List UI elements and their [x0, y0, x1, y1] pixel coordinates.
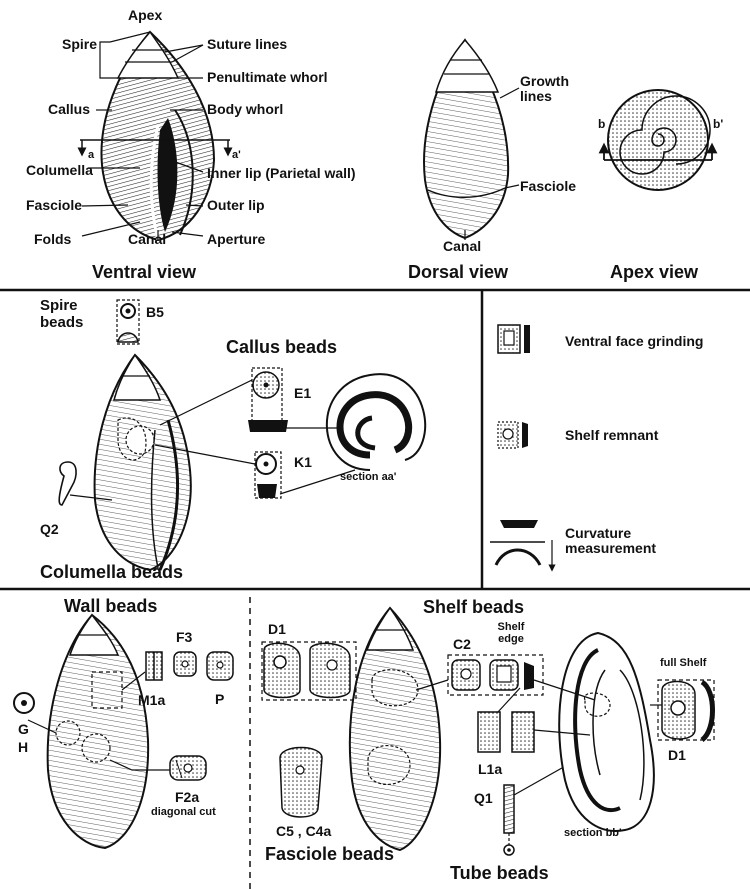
bead-m1a	[146, 652, 162, 680]
label-canal-dorsal: Canal	[443, 239, 481, 253]
label-full-shelf: full Shelf	[660, 658, 706, 669]
label-columella-beads: Columella beads	[40, 563, 183, 581]
label-section-bb: section bb'	[564, 828, 622, 839]
spire-bead-b5	[117, 300, 139, 344]
label-d1-right: D1	[668, 748, 686, 762]
label-q1: Q1	[474, 791, 493, 805]
label-ventral-view: Ventral view	[92, 263, 196, 281]
bead-f2a	[170, 756, 206, 780]
label-f3: F3	[176, 630, 192, 644]
bead-d1-left	[262, 642, 356, 700]
label-section-aa: section aa'	[340, 472, 396, 483]
label-outer-lip: Outer lip	[207, 198, 265, 212]
label-apex-view: Apex view	[610, 263, 698, 281]
label-inner-lip: Inner lip (Parietal wall)	[207, 166, 356, 180]
label-p: P	[215, 692, 224, 706]
label-b5: B5	[146, 305, 164, 319]
label-spire-beads: Spire beads	[40, 298, 100, 331]
ventral-shell	[101, 32, 214, 240]
fasciole-shell	[350, 608, 448, 850]
bead-c2	[448, 655, 543, 695]
label-callus-beads: Callus beads	[226, 338, 337, 356]
label-aperture: Aperture	[207, 232, 265, 246]
label-body-whorl: Body whorl	[207, 102, 283, 116]
label-b: b	[598, 118, 605, 130]
label-canal: Canal	[128, 232, 166, 246]
label-shelf-edge: Shelf edge	[494, 622, 528, 645]
label-diagonal-cut: diagonal cut	[151, 807, 216, 818]
label-g: G	[18, 722, 29, 736]
bead-c5-c4a	[280, 748, 322, 818]
middle-shell	[95, 355, 191, 570]
label-columella: Columella	[26, 163, 93, 177]
label-fasciole-beads: Fasciole beads	[265, 845, 394, 863]
label-spire: Spire	[62, 37, 97, 51]
label-growth-lines: Growth lines	[520, 74, 570, 105]
label-shelf-remnant: Shelf remnant	[565, 428, 658, 442]
dorsal-shell	[424, 40, 519, 240]
label-suture-lines: Suture lines	[207, 37, 287, 51]
label-a: a	[88, 150, 94, 161]
wall-shell	[28, 615, 170, 848]
legend-icons	[490, 325, 552, 568]
bead-d1-right	[650, 680, 714, 740]
label-l1a: L1a	[478, 762, 502, 776]
label-tube-beads: Tube beads	[450, 864, 549, 882]
label-dorsal-view: Dorsal view	[408, 263, 508, 281]
label-fasciole: Fasciole	[26, 198, 82, 212]
label-d1-left: D1	[268, 622, 286, 636]
bead-f3	[174, 652, 196, 676]
label-h: H	[18, 740, 28, 754]
label-penultimate-whorl: Penultimate whorl	[207, 70, 328, 84]
label-fasciole-dorsal: Fasciole	[520, 179, 576, 193]
label-e1: E1	[294, 386, 311, 400]
label-q2: Q2	[40, 522, 59, 536]
label-folds: Folds	[34, 232, 71, 246]
bead-gh	[14, 693, 34, 713]
label-callus: Callus	[48, 102, 90, 116]
label-c5-c4a: C5 , C4a	[276, 824, 331, 838]
apex-view-spiral	[604, 90, 712, 190]
label-apex: Apex	[128, 8, 162, 22]
label-f2a: F2a	[175, 790, 199, 804]
label-ventral-face-grinding: Ventral face grinding	[565, 334, 703, 348]
section-bb-shell	[534, 633, 654, 831]
label-b-prime: b'	[713, 118, 723, 130]
label-wall-beads: Wall beads	[64, 597, 157, 615]
label-c2: C2	[453, 637, 471, 651]
bead-p	[207, 652, 233, 680]
label-curvature-measurement: Curvature measurement	[565, 526, 675, 557]
bead-l1a	[478, 688, 534, 752]
label-m1a: M1a	[138, 693, 165, 707]
label-a-prime: a'	[232, 150, 241, 161]
label-shelf-beads: Shelf beads	[423, 598, 524, 616]
label-k1: K1	[294, 455, 312, 469]
